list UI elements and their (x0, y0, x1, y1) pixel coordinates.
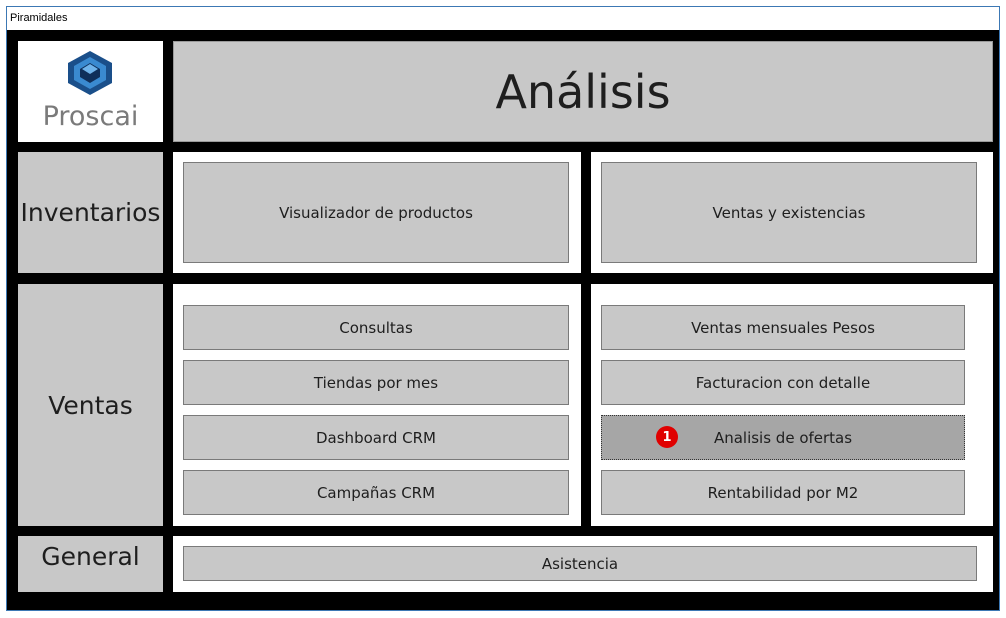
app-window: Piramidales Proscai Análisis Inventarios… (6, 6, 1000, 611)
window-title: Piramidales (7, 7, 999, 30)
visualizador-productos-button[interactable]: Visualizador de productos (183, 162, 569, 263)
inventarios-right-panel: Ventas y existencias (591, 152, 993, 273)
facturacion-detalle-button[interactable]: Facturacion con detalle (601, 360, 965, 405)
inventarios-left-panel: Visualizador de productos (173, 152, 581, 273)
section-label-general: General (18, 536, 163, 592)
ventas-mensuales-pesos-button[interactable]: Ventas mensuales Pesos (601, 305, 965, 350)
analisis-ofertas-button[interactable]: Analisis de ofertas 1 (601, 415, 965, 460)
notification-badge: 1 (656, 426, 678, 448)
ventas-left-panel: Consultas Tiendas por mes Dashboard CRM … (173, 284, 581, 526)
general-panel: Asistencia (173, 536, 993, 592)
proscai-logo-icon (68, 51, 112, 95)
campanas-crm-button[interactable]: Campañas CRM (183, 470, 569, 515)
tiendas-por-mes-button[interactable]: Tiendas por mes (183, 360, 569, 405)
ventas-existencias-button[interactable]: Ventas y existencias (601, 162, 977, 263)
consultas-button[interactable]: Consultas (183, 305, 569, 350)
logo-panel: Proscai (18, 41, 163, 142)
asistencia-button[interactable]: Asistencia (183, 546, 977, 581)
logo-text: Proscai (42, 101, 139, 132)
analisis-ofertas-label: Analisis de ofertas (713, 428, 853, 447)
section-label-ventas: Ventas (18, 284, 163, 526)
section-label-inventarios: Inventarios (18, 152, 163, 273)
dashboard-crm-button[interactable]: Dashboard CRM (183, 415, 569, 460)
ventas-right-panel: Ventas mensuales Pesos Facturacion con d… (591, 284, 993, 526)
rentabilidad-m2-button[interactable]: Rentabilidad por M2 (601, 470, 965, 515)
page-title: Análisis (173, 41, 993, 142)
